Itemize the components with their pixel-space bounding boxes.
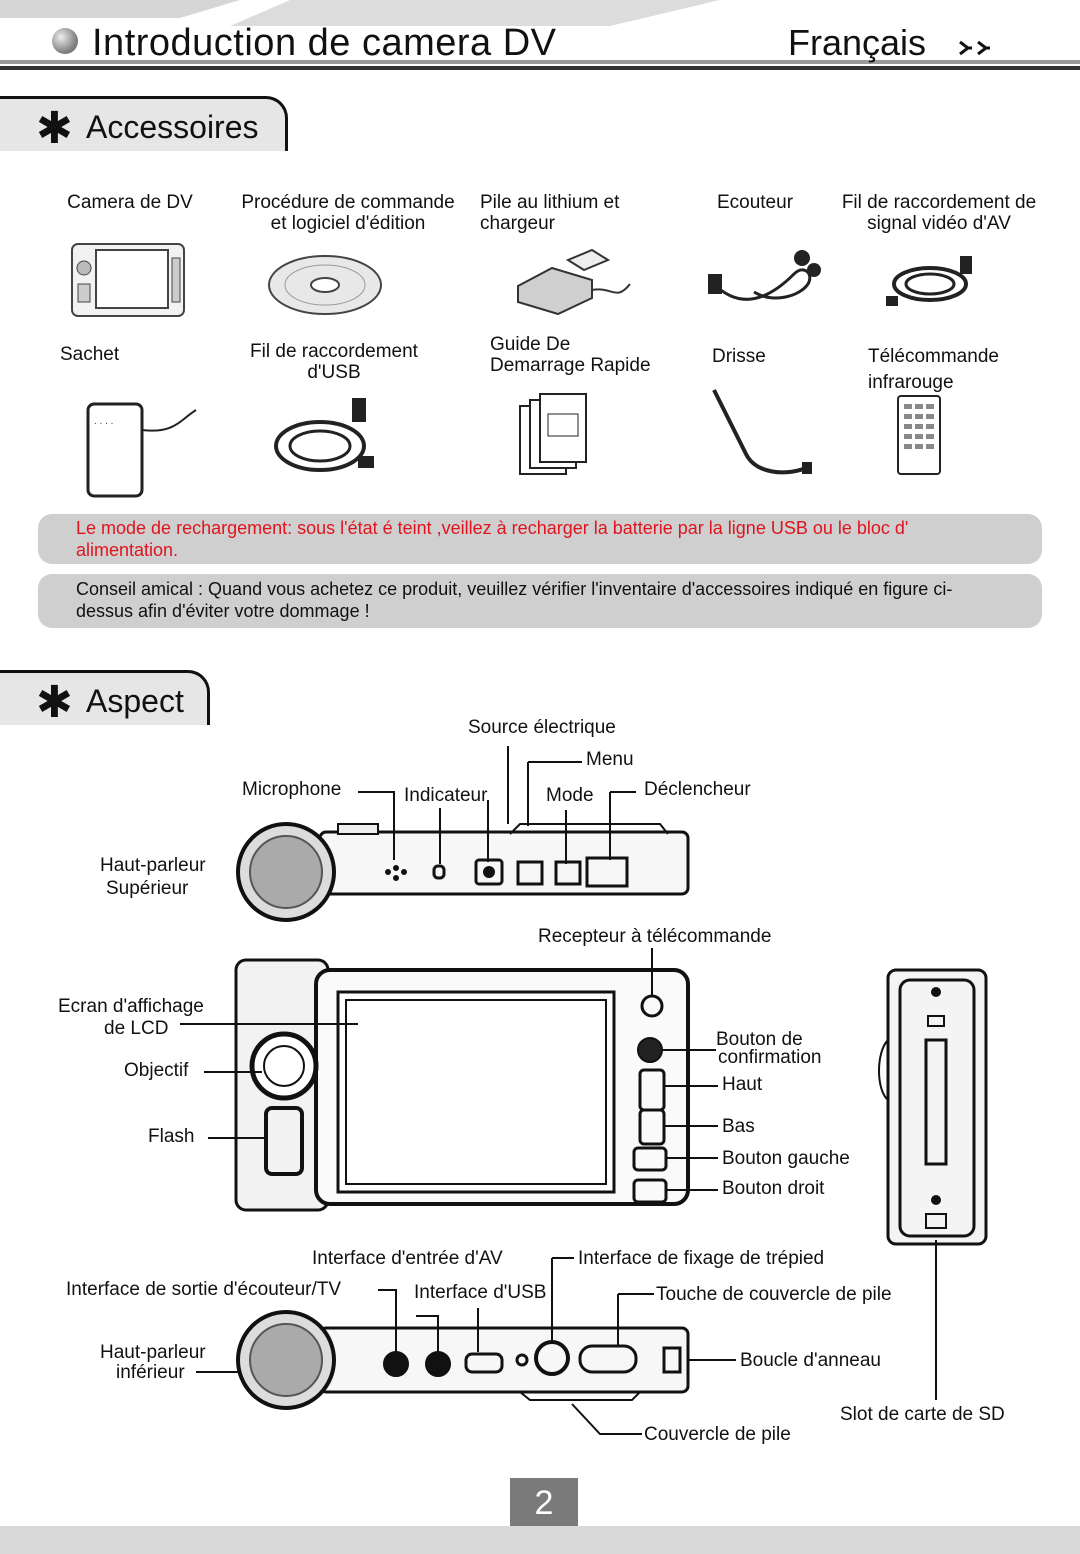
remote-control-icon xyxy=(897,395,941,475)
section-title-accessories: Accessoires xyxy=(86,109,259,145)
accessory-label: Guide De Demarrage Rapide xyxy=(490,334,651,376)
label-objectif: Objectif xyxy=(124,1060,189,1081)
label-source-electrique: Source électrique xyxy=(468,717,616,738)
label-flash: Flash xyxy=(148,1126,195,1147)
accessory-label: Procédure de commande et logiciel d'édit… xyxy=(241,192,455,234)
label-bouton-de: Bouton de xyxy=(716,1029,803,1050)
label-haut-parleur-inf: Haut-parleur xyxy=(100,1342,206,1363)
label-indicateur: Indicateur xyxy=(404,785,488,806)
accessory-label: Fil de raccordement d'USB xyxy=(250,341,418,383)
earphones-icon xyxy=(708,250,821,301)
warning-note: Le mode de rechargement: sous l'état é t… xyxy=(38,514,1042,564)
usb-cable-icon xyxy=(274,398,374,472)
label-recepteur: Recepteur à télécommande xyxy=(538,926,772,947)
section-tab-accessories: ✱ Accessoires xyxy=(0,96,288,151)
label-sortie-ecouteur: Interface de sortie d'écouteur/TV xyxy=(66,1279,342,1300)
label-mode: Mode xyxy=(546,785,594,806)
header-decoration xyxy=(0,0,1080,70)
star-icon: ✱ xyxy=(36,104,73,153)
star-icon: ✱ xyxy=(36,678,73,727)
accessory-label: Télécommande infrarouge xyxy=(868,346,999,393)
label-microphone: Microphone xyxy=(242,779,342,800)
accessory-label: Sachet xyxy=(60,344,120,365)
label-fixage-trepied: Interface de fixage de trépied xyxy=(578,1248,825,1269)
label-bouton-droit: Bouton droit xyxy=(722,1178,825,1199)
label-touche-couvercle: Touche de couvercle de pile xyxy=(656,1284,892,1305)
pouch-icon: . . . . xyxy=(86,402,197,498)
label-superieur: Supérieur xyxy=(106,878,189,899)
label-haut: Haut xyxy=(722,1074,763,1095)
strap-icon xyxy=(712,389,812,475)
accessory-label: Fil de raccordement de signal vidéo d'AV xyxy=(841,192,1037,234)
label-entree-av: Interface d'entrée d'AV xyxy=(312,1248,503,1269)
double-chevron-icon xyxy=(959,40,990,56)
language-label: Français xyxy=(788,22,927,63)
label-menu: Menu xyxy=(586,749,634,770)
accessory-label: Drisse xyxy=(712,346,766,367)
label-slot-sd: Slot de carte de SD xyxy=(840,1404,1005,1425)
accessory-label: Ecouteur xyxy=(716,192,794,213)
tip-note: Conseil amical : Quand vous achetez ce p… xyxy=(38,574,1042,628)
label-confirmation: confirmation xyxy=(718,1047,822,1068)
section-title-aspect: Aspect xyxy=(86,683,184,719)
label-couvercle-pile: Couvercle de pile xyxy=(644,1424,791,1445)
section-tab-aspect: ✱ Aspect xyxy=(0,670,210,725)
header-bullet-icon xyxy=(52,28,78,54)
svg-text:. . . .: . . . . xyxy=(94,416,113,427)
label-inferieur: inférieur xyxy=(116,1362,185,1383)
label-bas: Bas xyxy=(722,1116,755,1137)
page-number: 2 xyxy=(510,1478,578,1526)
label-bouton-gauche: Bouton gauche xyxy=(722,1148,850,1169)
page-title: Introduction de camera DV xyxy=(92,22,557,64)
label-declencheur: Déclencheur xyxy=(644,779,751,800)
camera-dv-icon xyxy=(71,243,185,317)
av-cable-icon xyxy=(886,256,972,306)
cd-disc-icon xyxy=(268,255,382,315)
label-interface-usb: Interface d'USB xyxy=(414,1282,547,1303)
label-lcd: de LCD xyxy=(104,1018,169,1039)
label-haut-parleur-sup: Haut-parleur xyxy=(100,855,206,876)
camera-diagram xyxy=(180,746,988,1435)
label-ecran: Ecran d'affichage xyxy=(58,996,204,1017)
battery-charger-icon xyxy=(517,248,631,316)
accessory-label: Camera de DV xyxy=(67,192,193,213)
quick-guide-icon xyxy=(519,393,587,475)
footer-bar xyxy=(0,1526,1080,1554)
accessory-label: Pile au lithium et chargeur xyxy=(480,192,620,234)
label-boucle-anneau: Boucle d'anneau xyxy=(740,1350,881,1371)
